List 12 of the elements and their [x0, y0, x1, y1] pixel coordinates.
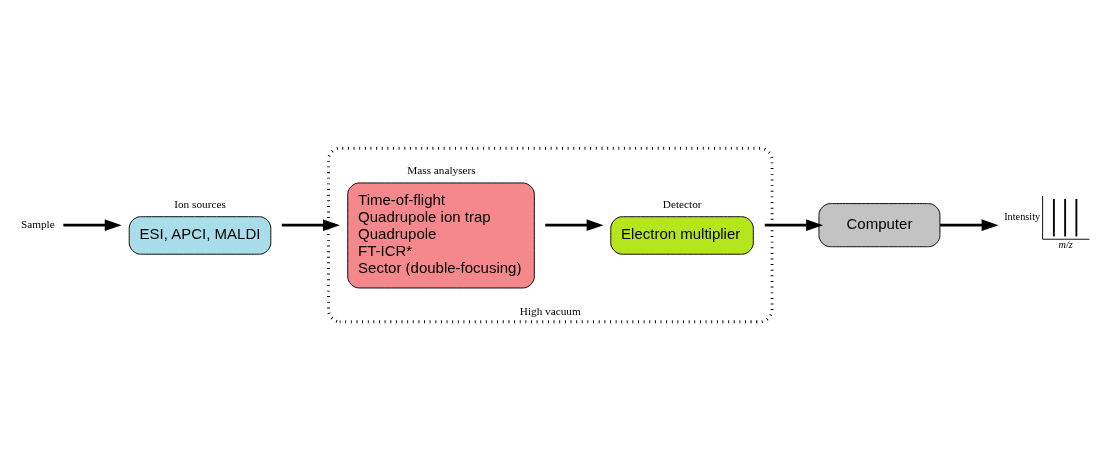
node-label: Detector — [662, 197, 702, 210]
node-text: Sample — [20, 218, 55, 231]
node-label: Intensity — [1004, 211, 1041, 223]
arrow — [545, 219, 604, 232]
node-box: Computer — [818, 203, 941, 248]
node-label: Ion sources — [174, 197, 226, 210]
node-label: m/z — [1058, 239, 1073, 251]
arrow — [764, 219, 823, 232]
arrow — [63, 219, 122, 232]
arrow — [281, 219, 340, 232]
arrow — [940, 219, 999, 232]
node-label: Mass analysers — [407, 164, 476, 177]
